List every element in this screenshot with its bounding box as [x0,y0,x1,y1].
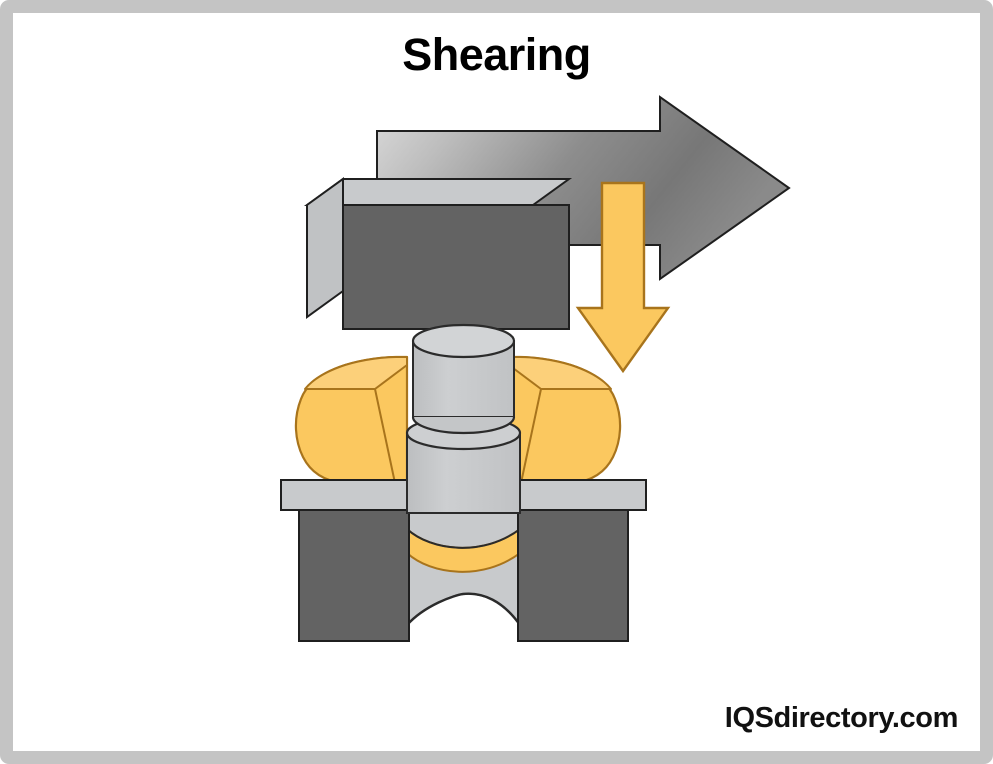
workpiece-left-crease [374,388,396,484]
page-title: Shearing [402,29,591,80]
punch-force-arrow-body [575,181,671,374]
punch-holder-left-face [306,177,344,319]
punch-upper-bottom-arc [411,416,516,435]
die-top-plate-left [280,479,410,511]
punch-holder-front-face [342,204,570,330]
shear-zone-band [407,527,520,573]
workpiece-left-top-fold [304,356,408,390]
die-block-right [517,508,629,642]
punch-holder-block [303,177,573,330]
workpiece-right-top-fold [508,356,612,390]
slug-bottom-arc [406,592,521,626]
workpiece-right-crease [520,388,542,484]
punch-top-ellipse [411,323,516,359]
punch-force-arrow [575,181,671,374]
die-assembly [280,479,647,642]
punch-holder-top-face [303,178,573,206]
figure-canvas: Shearing [13,13,980,751]
shearing-process-diagram [280,95,791,642]
die-top-plate-right [517,479,647,511]
shear-band-upper-edge [407,528,520,549]
punch-cylinder [405,323,522,514]
deformed-workpiece [294,355,622,485]
watermark-label: IQSdirectory.com [724,702,959,734]
die-block-left [298,508,410,642]
